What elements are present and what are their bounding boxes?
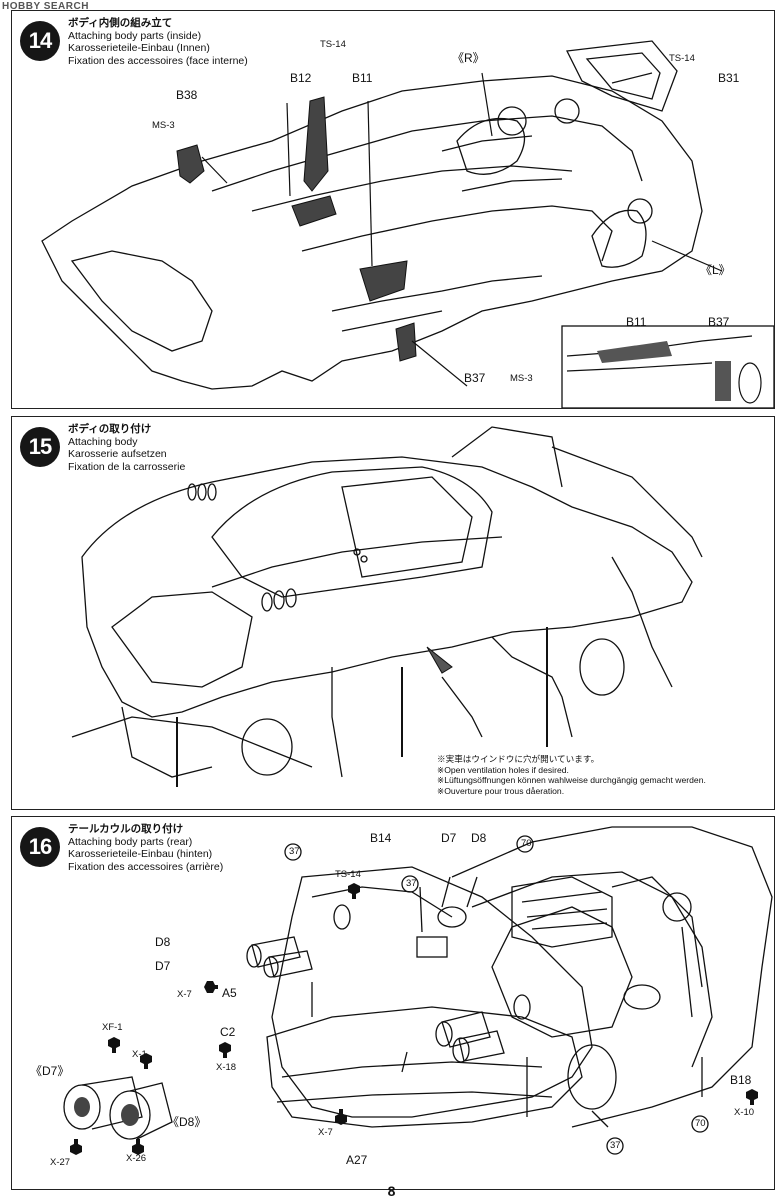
hex-bolt-icon: [204, 981, 218, 993]
step-number-14: 14: [20, 21, 60, 61]
step-15-title-en: Attaching body: [68, 435, 138, 448]
label-b37: B37: [464, 371, 486, 385]
page-number: 8: [387, 1183, 396, 1199]
label-b11: B11: [352, 71, 373, 85]
step-14-title-fr: Fixation des accessoires (face interne): [68, 54, 248, 67]
label-b12: B12: [290, 71, 312, 85]
step-15-notes: ※実車はウインドウに穴が開いています。 ※Open ventilation ho…: [437, 754, 706, 796]
label-circled-37-c: 37: [610, 1140, 621, 1151]
label-x1: X-1: [132, 1049, 147, 1060]
label-x7-b: X-7: [318, 1127, 333, 1138]
step-14-illustration: [41, 40, 774, 408]
label-l: 《L》: [700, 263, 731, 277]
hex-bolt-icon: [348, 883, 360, 899]
hex-bolt-icon: [132, 1139, 144, 1155]
label-ts14-a: TS-14: [320, 39, 346, 50]
label-d7-top: D7: [441, 831, 457, 845]
note-de: ※Lüftungsöffnungen können wahlweise durc…: [437, 775, 706, 786]
hex-bolt-icon: [746, 1089, 758, 1105]
label-b38: B38: [176, 88, 198, 102]
hex-bolt-icon: [108, 1037, 120, 1053]
step-15-illustration: [71, 426, 703, 787]
hex-bolt-icon: [335, 1109, 347, 1125]
label-r: 《R》: [452, 51, 485, 65]
label-circled-70-b: 70: [695, 1118, 706, 1129]
step-15-title-fr: Fixation de la carrosserie: [68, 460, 186, 473]
step-15-panel: 15 ボディの取り付け Attaching body Karosserie au…: [11, 416, 775, 810]
step-14-title-en: Attaching body parts (inside): [68, 29, 202, 42]
label-b14: B14: [370, 831, 392, 845]
label-circled-70-a: 70: [521, 838, 532, 849]
label-x26: X-26: [126, 1153, 147, 1164]
label-c2: C2: [220, 1025, 236, 1039]
step-16-title-fr: Fixation des accessoires (arrière): [68, 860, 224, 873]
label-circled-37-b: 37: [406, 878, 417, 889]
label-d8-detail: 《D8》: [167, 1115, 207, 1129]
note-jp: ※実車はウインドウに穴が開いています。: [437, 754, 600, 764]
step-16-titles: テールカウルの取り付け Attaching body parts (rear) …: [68, 823, 223, 873]
circled-number-icon: [401, 875, 419, 893]
circled-number-icon: [606, 1137, 624, 1155]
label-x7-a: X-7: [177, 989, 192, 1000]
label-d8-left: D8: [155, 935, 171, 949]
label-x10: X-10: [734, 1107, 755, 1118]
label-b18: B18: [730, 1073, 752, 1087]
label-xf1: XF-1: [102, 1022, 123, 1033]
step-14-panel: 14 ボディ内側の組み立て Attaching body parts (insi…: [11, 10, 775, 409]
step-16-title-de: Karosserieteile-Einbau (hinten): [68, 848, 213, 860]
step-number-16: 16: [20, 827, 60, 867]
label-ms3-a: MS-3: [152, 120, 175, 131]
label-b37-detail: B37: [708, 315, 730, 329]
step-16-illustration: [63, 826, 773, 1140]
label-ts14: TS-14: [335, 869, 361, 880]
label-b11-detail: B11: [626, 315, 647, 329]
label-a27: A27: [346, 1153, 368, 1167]
circled-number-icon: [284, 843, 302, 861]
note-en: ※Open ventilation holes if desired.: [437, 764, 569, 775]
label-a5: A5: [222, 986, 237, 1000]
note-fr: ※Ouverture pour trous dåeration.: [437, 785, 565, 796]
label-d7-detail: 《D7》: [30, 1064, 70, 1078]
step-15-titles: ボディの取り付け Attaching body Karosserie aufse…: [68, 423, 185, 473]
hex-bolt-icon: [70, 1139, 82, 1155]
label-circled-37-a: 37: [289, 846, 300, 857]
label-d7-left: D7: [155, 959, 171, 973]
hex-bolt-icon: [219, 1042, 231, 1058]
step-14-title-jp: ボディ内側の組み立て: [68, 17, 173, 29]
circled-number-icon: [691, 1115, 709, 1133]
step-16-title-en: Attaching body parts (rear): [68, 835, 193, 848]
label-x27: X-27: [50, 1157, 71, 1168]
label-ts14-b: TS-14: [669, 53, 695, 64]
step-14-title-de: Karosserieteile-Einbau (Innen): [68, 42, 210, 54]
step-number-15: 15: [20, 427, 60, 467]
step-15-title-jp: ボディの取り付け: [68, 423, 152, 435]
step-15-title-de: Karosserie aufsetzen: [68, 448, 167, 460]
label-b31: B31: [718, 71, 740, 85]
hex-bolt-icon: [140, 1053, 152, 1069]
label-x18: X-18: [216, 1062, 237, 1073]
step-14-titles: ボディ内側の組み立て Attaching body parts (inside)…: [68, 17, 248, 67]
step-16-title-jp: テールカウルの取り付け: [68, 823, 184, 835]
circled-number-icon: [516, 835, 534, 853]
label-d8-top: D8: [471, 831, 487, 845]
step-16-panel: 16 テールカウルの取り付け Attaching body parts (rea…: [11, 816, 775, 1190]
label-ms3-b: MS-3: [510, 373, 533, 384]
watermark-logo: HOBBY SEARCH: [2, 1, 89, 12]
